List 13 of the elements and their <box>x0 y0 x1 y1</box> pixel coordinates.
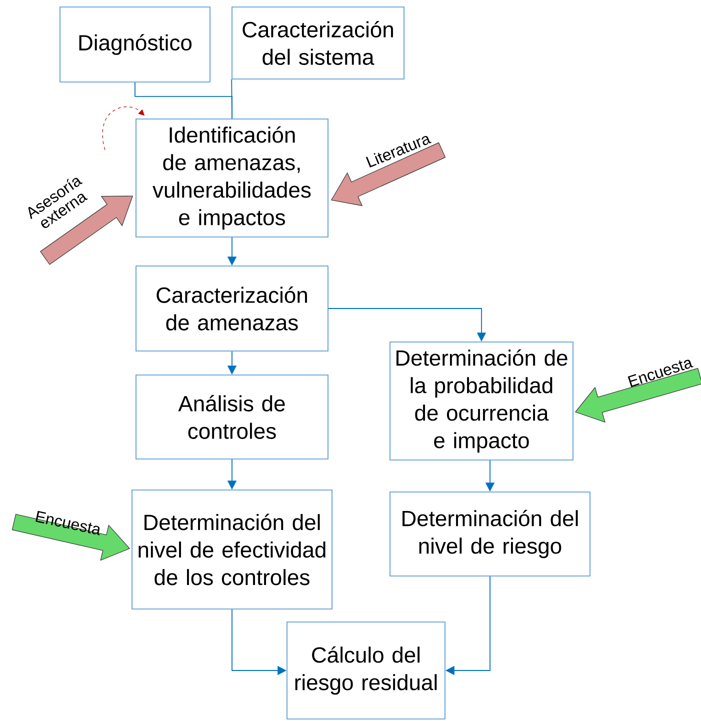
process-box: Determinación del nivel de efectividad de los controles <box>132 490 332 610</box>
connector-line <box>231 78 232 120</box>
process-box: Caracterización de amenazas <box>136 266 328 352</box>
process-box: Cálculo del riesgo residual <box>286 622 446 720</box>
arrow-label: Encuesta <box>36 510 100 536</box>
process-box: Análisis de controles <box>136 374 328 460</box>
process-box: Determinación del nivel de riesgo <box>390 492 590 576</box>
block-arrow <box>12 514 130 561</box>
process-box: Diagnóstico <box>60 6 210 82</box>
process-box: Determinación de la probabilidad de ocurrencia e impacto <box>390 342 574 460</box>
process-box: Identificación de amenazas, vulnerabilidades e impactos <box>136 118 328 238</box>
block-arrow <box>330 142 446 206</box>
process-box: Caracterización del sistema <box>232 6 404 80</box>
